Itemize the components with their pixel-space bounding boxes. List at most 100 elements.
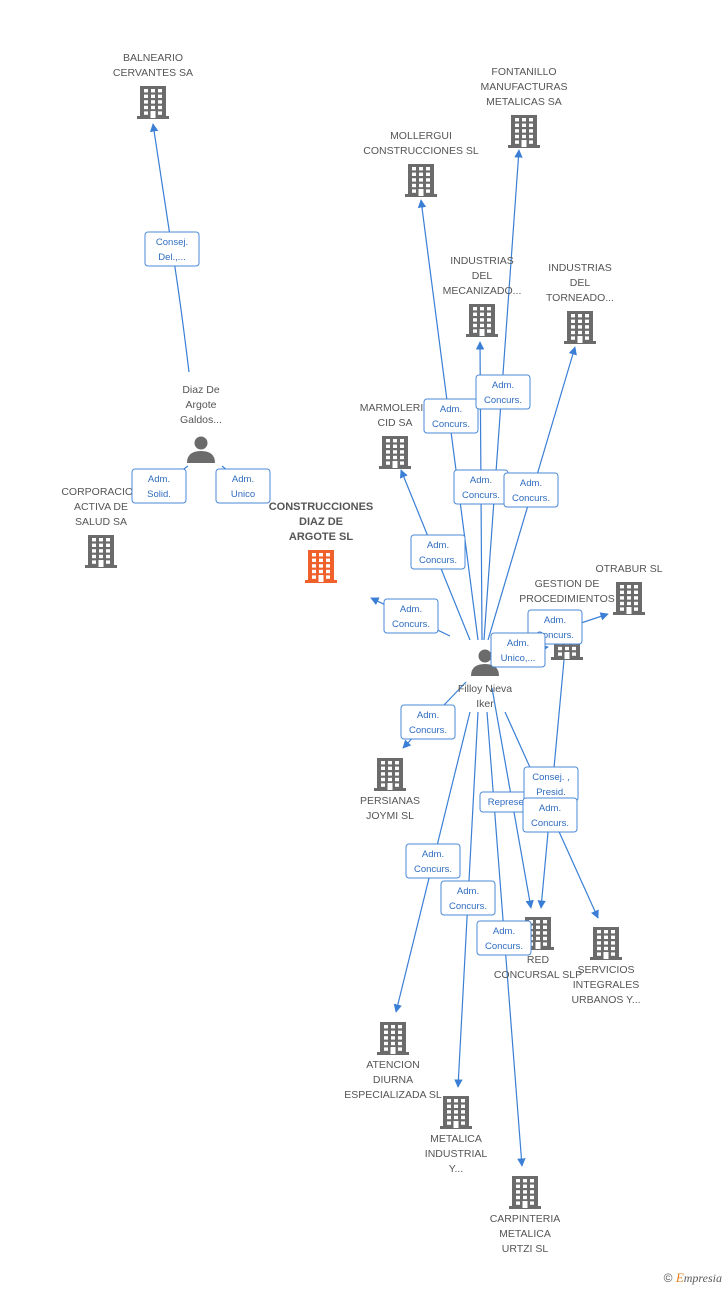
edge-label-diaz-to-balneario[interactable]: Consej.Del.,... (144, 231, 200, 267)
building-icon (466, 304, 498, 337)
node-label-line: METALICA (499, 1228, 551, 1240)
edge-label-filloy-to-metalica[interactable]: Adm.Concurs. (440, 880, 496, 916)
node-label-line: URBANOS Y... (571, 994, 640, 1006)
building-icon (440, 1096, 472, 1129)
node-ind_mecanizado[interactable]: INDUSTRIASDELMECANIZADO... (443, 255, 522, 337)
edge-label-filloy-to-ind_mecanizado[interactable]: Adm.Concurs. (453, 469, 509, 505)
edge-label-text: Concurs. (432, 419, 470, 430)
node-label-line: ARGOTE SL (289, 531, 353, 543)
building-icon (509, 1176, 541, 1209)
edge-label-filloy-to-servicios[interactable]: Adm.Concurs. (522, 797, 578, 833)
node-label-line: MOLLERGUI (390, 130, 452, 142)
building-icon (590, 927, 622, 960)
edge-label-text: Unico (231, 489, 255, 500)
edge-label-box (490, 632, 546, 668)
edge-label-text: Concurs. (484, 395, 522, 406)
edge-label-filloy-to-mollergui[interactable]: Adm. Concurs. (423, 398, 479, 434)
node-label-line: CORPORACION (61, 486, 140, 498)
node-label-line: BALNEARIO (123, 52, 183, 64)
node-label-line: MANUFACTURAS (481, 81, 568, 93)
edge-label-diaz-to-corporacion[interactable]: Adm.Solid. (131, 468, 187, 504)
edge-label-text: Concurs. (485, 941, 523, 952)
edge-label-box (383, 598, 439, 634)
node-label-line: INDUSTRIAS (548, 262, 612, 274)
edge-label-filloy-to-persianas[interactable]: Adm.Concurs. (400, 704, 456, 740)
edge-label-text: Adm. (507, 638, 529, 649)
edge-label-filloy-to-atencion[interactable]: Adm.Concurs. (405, 843, 461, 879)
node-ind_torneado[interactable]: INDUSTRIASDELTORNEADO... (546, 262, 614, 344)
node-label-line: Iker (476, 698, 494, 710)
edge-label-gestion-to-red[interactable]: Consej. ,Presid. (523, 766, 579, 802)
node-label-line: INTEGRALES (573, 979, 640, 991)
building-icon (613, 582, 645, 615)
edge-label-diaz-to-construcciones[interactable]: Adm.Unico (215, 468, 271, 504)
edge-label-text: Concurs. (419, 555, 457, 566)
edge-label-text: Del.,... (158, 252, 185, 263)
copyright-symbol: © (663, 1271, 673, 1285)
building-icon (137, 86, 169, 119)
edge-label-text: Adm. (422, 849, 444, 860)
edge-label-box (144, 231, 200, 267)
node-label-line: INDUSTRIAL (425, 1148, 488, 1160)
node-label-line: FONTANILLO (491, 66, 556, 78)
edge-label-box (215, 468, 271, 504)
edge-label-box (476, 920, 532, 956)
footer-brand: © Empresia (664, 1270, 722, 1286)
edge-label-filloy-to-ind_torneado[interactable]: Adm.Concurs. (503, 472, 559, 508)
edge-label-text: Unico,... (501, 653, 536, 664)
node-label-line: DIURNA (373, 1074, 413, 1086)
building-icon (374, 758, 406, 791)
edge-label-text: Adm. (440, 404, 462, 415)
edge-label-text: Adm. (400, 604, 422, 615)
edge-label-text: Represent. (488, 797, 534, 808)
edge-label-filloy-to-fontanillo[interactable]: Adm.Concurs. (475, 374, 531, 410)
node-label-line: CONSTRUCCIONES (269, 501, 374, 513)
edge-label-filloy-to-marmoleria[interactable]: Adm. Concurs. (410, 534, 466, 570)
brand-name: mpresia (683, 1271, 722, 1285)
node-label-line: Y... (449, 1163, 463, 1175)
node-diaz[interactable]: Diaz DeArgoteGaldos... (180, 384, 222, 463)
person-icon (187, 436, 215, 463)
node-label-line: MECANIZADO... (443, 285, 522, 297)
node-label-line: URTZI SL (502, 1243, 549, 1255)
edge-label-filloy-to-construcciones[interactable]: Adm. Concurs. (383, 598, 439, 634)
edge-label-filloy-to-carpinteria[interactable]: Adm.Concurs. (476, 920, 532, 956)
edge-label-text: Concurs. (536, 630, 574, 641)
edge-label-text: Adm. (427, 540, 449, 551)
brand-initial: E (675, 1270, 684, 1285)
edge-label-filloy-to-gestion[interactable]: Adm. Unico,... (490, 632, 546, 668)
node-label-line: Argote (186, 399, 217, 411)
node-label-line: CONCURSAL SLP (494, 969, 582, 981)
node-label-line: DEL (472, 270, 493, 282)
edge-label-text: Concurs. (392, 619, 430, 630)
building-icon (85, 535, 117, 568)
building-icon (305, 550, 337, 583)
node-label-line: METALICA (430, 1133, 482, 1145)
node-label-line: CONSTRUCCIONES SL (363, 145, 479, 157)
edge-label-box (405, 843, 461, 879)
node-label-line: JOYMI SL (366, 810, 414, 822)
edge-label-text: Concurs. (531, 818, 569, 829)
node-metalica[interactable]: METALICA INDUSTRIAL Y... (425, 1096, 488, 1175)
node-label-line: Galdos... (180, 414, 222, 426)
node-fontanillo[interactable]: FONTANILLO MANUFACTURAS METALICAS SA (481, 66, 568, 148)
building-icon (508, 115, 540, 148)
node-label-line: METALICAS SA (486, 96, 562, 108)
node-otrabur[interactable]: OTRABUR SL (595, 563, 663, 615)
edge-label-text: Solid. (147, 489, 171, 500)
edge-label-text: Consej. , (532, 772, 570, 783)
node-label-line: TORNEADO... (546, 292, 614, 304)
node-label-line: ATENCION (366, 1059, 419, 1071)
node-mollergui[interactable]: MOLLERGUI CONSTRUCCIONES SL (363, 130, 479, 197)
node-label-line: GESTION DE (535, 578, 600, 590)
